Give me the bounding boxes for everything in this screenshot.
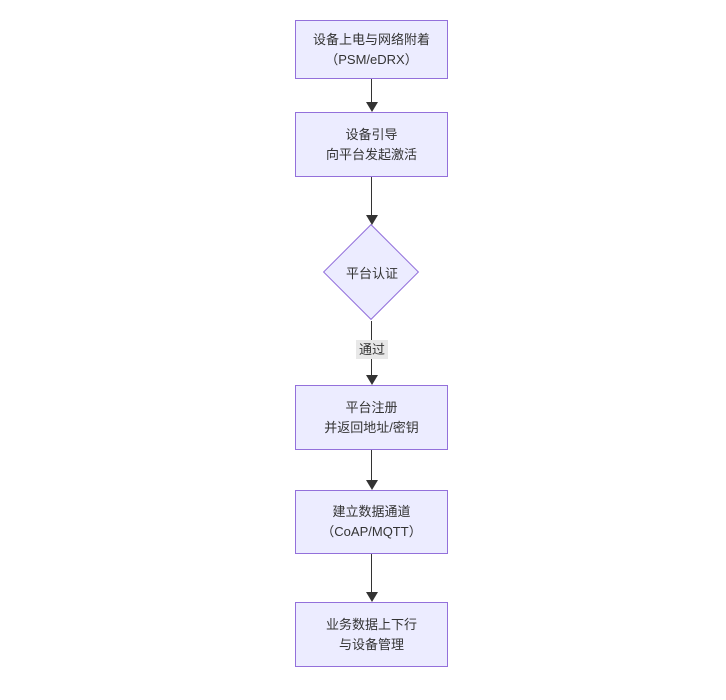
arrowhead-down-icon <box>366 215 378 225</box>
edge-label-pass: 通过 <box>355 340 389 359</box>
node-bootstrap-activate: 设备引导 向平台发起激活 <box>295 112 448 177</box>
node-text-line: 业务数据上下行 <box>325 616 417 632</box>
node-business-data: 业务数据上下行 与设备管理 <box>295 602 448 667</box>
arrowhead-down-icon <box>366 375 378 385</box>
arrow-line <box>371 554 372 594</box>
arrow-line <box>371 177 372 217</box>
arrowhead-down-icon <box>366 102 378 112</box>
node-power-attach: 设备上电与网络附着 （PSM/eDRX） <box>295 20 448 79</box>
node-text-line: 并返回地址/密钥 <box>324 419 419 435</box>
node-text-line: 设备引导 <box>345 126 398 142</box>
node-text-line: 建立数据通道 <box>332 504 411 519</box>
node-text-line: 设备上电与网络附着 <box>312 31 430 47</box>
node-platform-register: 平台注册 并返回地址/密钥 <box>295 385 448 450</box>
node-data-channel: 建立数据通道 （CoAP/MQTT） <box>295 490 448 554</box>
node-text-line: （CoAP/MQTT） <box>321 524 422 539</box>
node-text-line: 与设备管理 <box>338 636 404 652</box>
arrow-line <box>371 450 372 482</box>
node-text-line: 向平台发起激活 <box>325 146 417 162</box>
arrow-line <box>371 79 372 105</box>
arrowhead-down-icon <box>366 480 378 490</box>
node-text-line: （PSM/eDRX） <box>325 51 418 67</box>
arrowhead-down-icon <box>366 592 378 602</box>
node-text-line: 平台注册 <box>345 399 398 415</box>
node-text-line: 平台认证 <box>345 266 398 281</box>
node-platform-auth: 平台认证 <box>322 223 421 321</box>
